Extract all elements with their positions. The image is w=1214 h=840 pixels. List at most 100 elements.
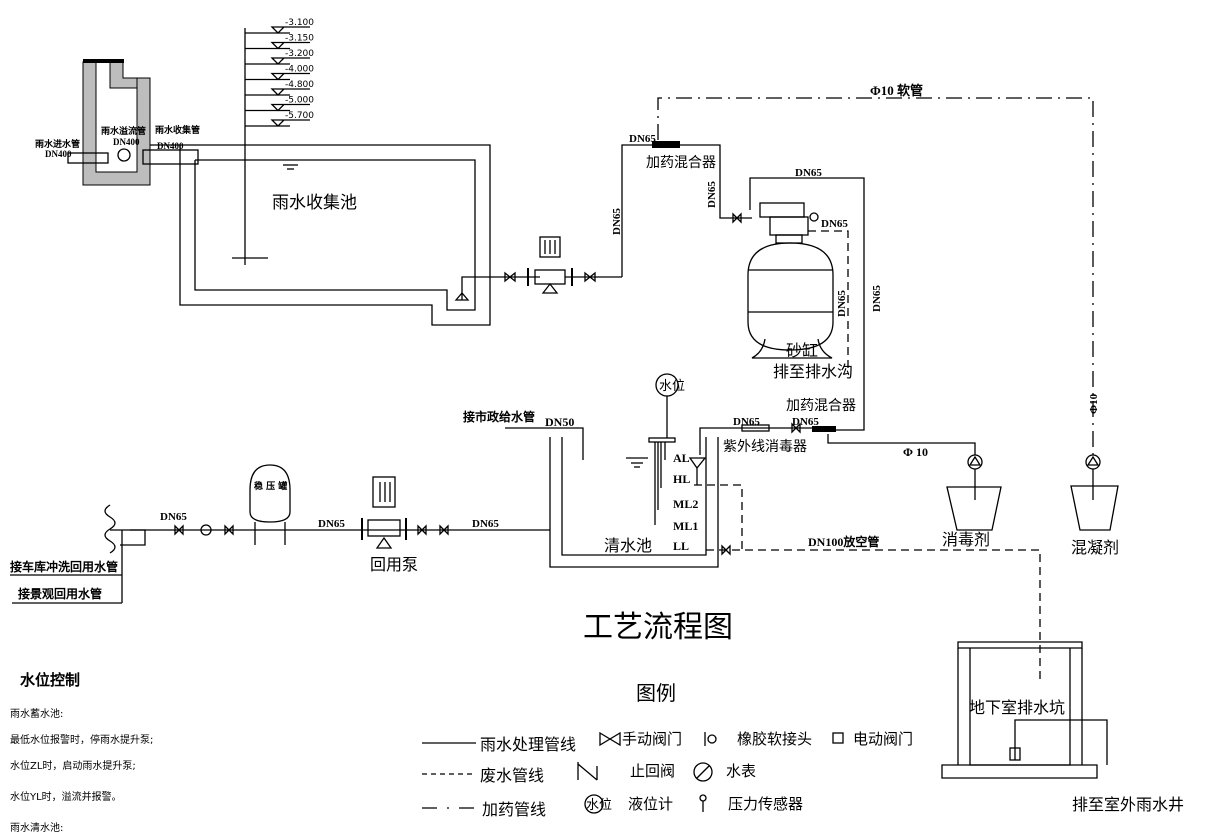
dn65-label: DN65: [871, 285, 883, 312]
legend-manual-valve: 手动阀门: [622, 730, 682, 748]
legend-pressure-sensor: 压力传感器: [728, 795, 803, 813]
control-line: 水位ZL时，启动雨水提升泵;: [10, 759, 136, 772]
basement-sump: 地下室排水坑 排至室外雨水井: [941, 641, 1184, 814]
dn65-label: DN65: [706, 181, 718, 208]
legend: 雨水处理管线 废水管线 加药管线 手动阀门 橡胶软接头 电动阀门 止回阀 水表 …: [422, 730, 913, 819]
mixer-top-label: 加药混合器: [646, 155, 716, 171]
legend-title: 图例: [636, 681, 676, 705]
garage-pipe-label: 接车库冲洗回用水管: [10, 559, 118, 574]
sand-filter: DN65 DN65 DN65 DN65 砂缸 排至排水沟 加药混合器: [747, 167, 883, 431]
size-mid: DN65: [318, 518, 345, 530]
control-line: 最低水位报警时，停雨水提升泵;: [10, 733, 153, 746]
electric-valve-icon: [832, 732, 844, 744]
rubber-joint-icon: [704, 732, 717, 746]
legend-water-meter: 水表: [726, 762, 756, 780]
level-gauge-icon: [584, 794, 604, 814]
mixer-bottom-label: 加药混合器: [786, 398, 856, 414]
dn65-label: DN65: [629, 133, 656, 145]
inlet-size: DN400: [45, 149, 72, 159]
water-level-control-notes: 水位控制 雨水蓄水池: 最低水位报警时，停雨水提升泵; 水位ZL时，启动雨水提升…: [10, 671, 153, 834]
legend-level-symbol: 水位: [586, 798, 612, 813]
elevation-label: -4.000: [285, 65, 314, 75]
inlet-pipe-label: 雨水进水管: [35, 138, 80, 150]
overflow-pipe-label: 雨水溢流管: [101, 125, 146, 137]
level-ml1: ML1: [673, 519, 698, 533]
dn65-label: DN65: [836, 290, 848, 317]
outdoor-well-label: 排至室外雨水井: [1072, 795, 1184, 814]
dn65-label: DN65: [611, 208, 623, 235]
dosing-system: Φ10 软管 Φ10 混凝剂 Φ 10 消毒剂: [657, 83, 1119, 557]
reuse-system: 接车库冲洗回用水管 接景观回用水管 DN65 稳 压 罐 DN65 DN65 回…: [10, 464, 550, 604]
collect-pipe-label: 雨水收集管: [155, 124, 200, 136]
elevation-ruler: -3.100 -3.150 -3.200 -4.000 -4.800 -5.000 -5.7…: [232, 18, 314, 265]
control-heading: 水位控制: [20, 671, 80, 689]
coagulant-label: 混凝剂: [1071, 538, 1119, 557]
control-line: 水位YL时，溢流并报警。: [10, 790, 122, 803]
basement-pit-label: 地下室排水坑: [969, 698, 1065, 717]
elevation-marker: [245, 103, 310, 112]
level-meter-label: 水位: [659, 379, 685, 394]
elevation-marker: [245, 57, 310, 65]
legend-electric-valve: 电动阀门: [853, 730, 913, 748]
legend-waste-line: 废水管线: [480, 766, 544, 785]
level-hl: HL: [673, 472, 690, 486]
elevation-label: -5.000: [285, 96, 314, 106]
uv-disinfector: [741, 424, 770, 432]
dn65-label: DN65: [795, 167, 822, 179]
level-al: AL: [673, 451, 690, 465]
control-line: 雨水蓄水池:: [10, 707, 63, 720]
level-ml2: ML2: [673, 497, 698, 511]
elevation-marker: [245, 88, 310, 96]
rainwater-collection-tank: 雨水收集池: [150, 144, 540, 326]
legend-level-gauge: 液位计: [628, 795, 673, 813]
manual-valve-icon: [599, 731, 621, 747]
hose-label: Φ10 软管: [870, 83, 923, 98]
level-ll: LL: [673, 539, 689, 553]
inlet-well: 雨水进水管 DN400 雨水溢流管 DN400 雨水收集管 DN400: [35, 59, 200, 186]
check-valve-icon: [577, 762, 598, 781]
phi-mid-label: Φ 10: [903, 445, 928, 459]
elevation-label: -3.150: [285, 34, 314, 44]
reuse-pump-label: 回用泵: [370, 555, 418, 574]
drain-pipe-label: DN100放空管: [808, 534, 879, 549]
collection-tank-label: 雨水收集池: [272, 193, 357, 213]
elevation-label: -3.200: [285, 49, 314, 59]
elevation-label: -3.100: [285, 18, 314, 28]
dosing-mixer-bottom: [812, 426, 836, 432]
elevation-label: -4.800: [285, 80, 314, 90]
clear-water-tank: 接市政给水管 DN50 水位 AL HL ML2 ML1 LL 清水池 DN65…: [463, 373, 1041, 680]
elevation-marker: [245, 72, 310, 81]
lift-pump: [504, 236, 622, 294]
sand-filter-label: 砂缸: [786, 341, 818, 360]
water-meter-icon: [693, 762, 713, 782]
legend-rubber-joint: 橡胶软接头: [737, 730, 812, 748]
legend-rain-line: 雨水处理管线: [480, 735, 576, 754]
dosing-mixer-top: [652, 141, 680, 148]
phi-right-label: Φ10: [1088, 393, 1100, 414]
elevation-marker: [245, 26, 310, 34]
control-line: 雨水清水池:: [10, 821, 63, 834]
size-right: DN65: [472, 518, 499, 530]
drain-to-ditch-label: 排至排水沟: [773, 362, 853, 381]
elevation-marker: [245, 119, 310, 127]
pressure-sensor-icon: [699, 794, 707, 812]
size-left: DN65: [160, 511, 187, 523]
pressure-tank-label: 稳 压 罐: [254, 480, 287, 492]
legend-dosing-line: 加药管线: [482, 800, 546, 819]
disinfectant-label: 消毒剂: [942, 530, 990, 549]
collect-size: DN400: [157, 141, 184, 151]
clear-tank-label: 清水池: [604, 536, 652, 555]
municipal-label: 接市政给水管: [463, 409, 535, 424]
valve-size: DN65: [792, 416, 819, 428]
legend-check-valve: 止回阀: [630, 762, 675, 780]
elevation-label: -5.700: [285, 111, 314, 121]
municipal-size: DN50: [545, 415, 574, 429]
landscape-pipe-label: 接景观回用水管: [18, 586, 102, 601]
uv-size: DN65: [733, 416, 760, 428]
overflow-size: DN400: [113, 137, 140, 147]
dn65-label: DN65: [821, 218, 848, 230]
uv-label: 紫外线消毒器: [723, 439, 807, 455]
elevation-marker: [245, 41, 310, 50]
